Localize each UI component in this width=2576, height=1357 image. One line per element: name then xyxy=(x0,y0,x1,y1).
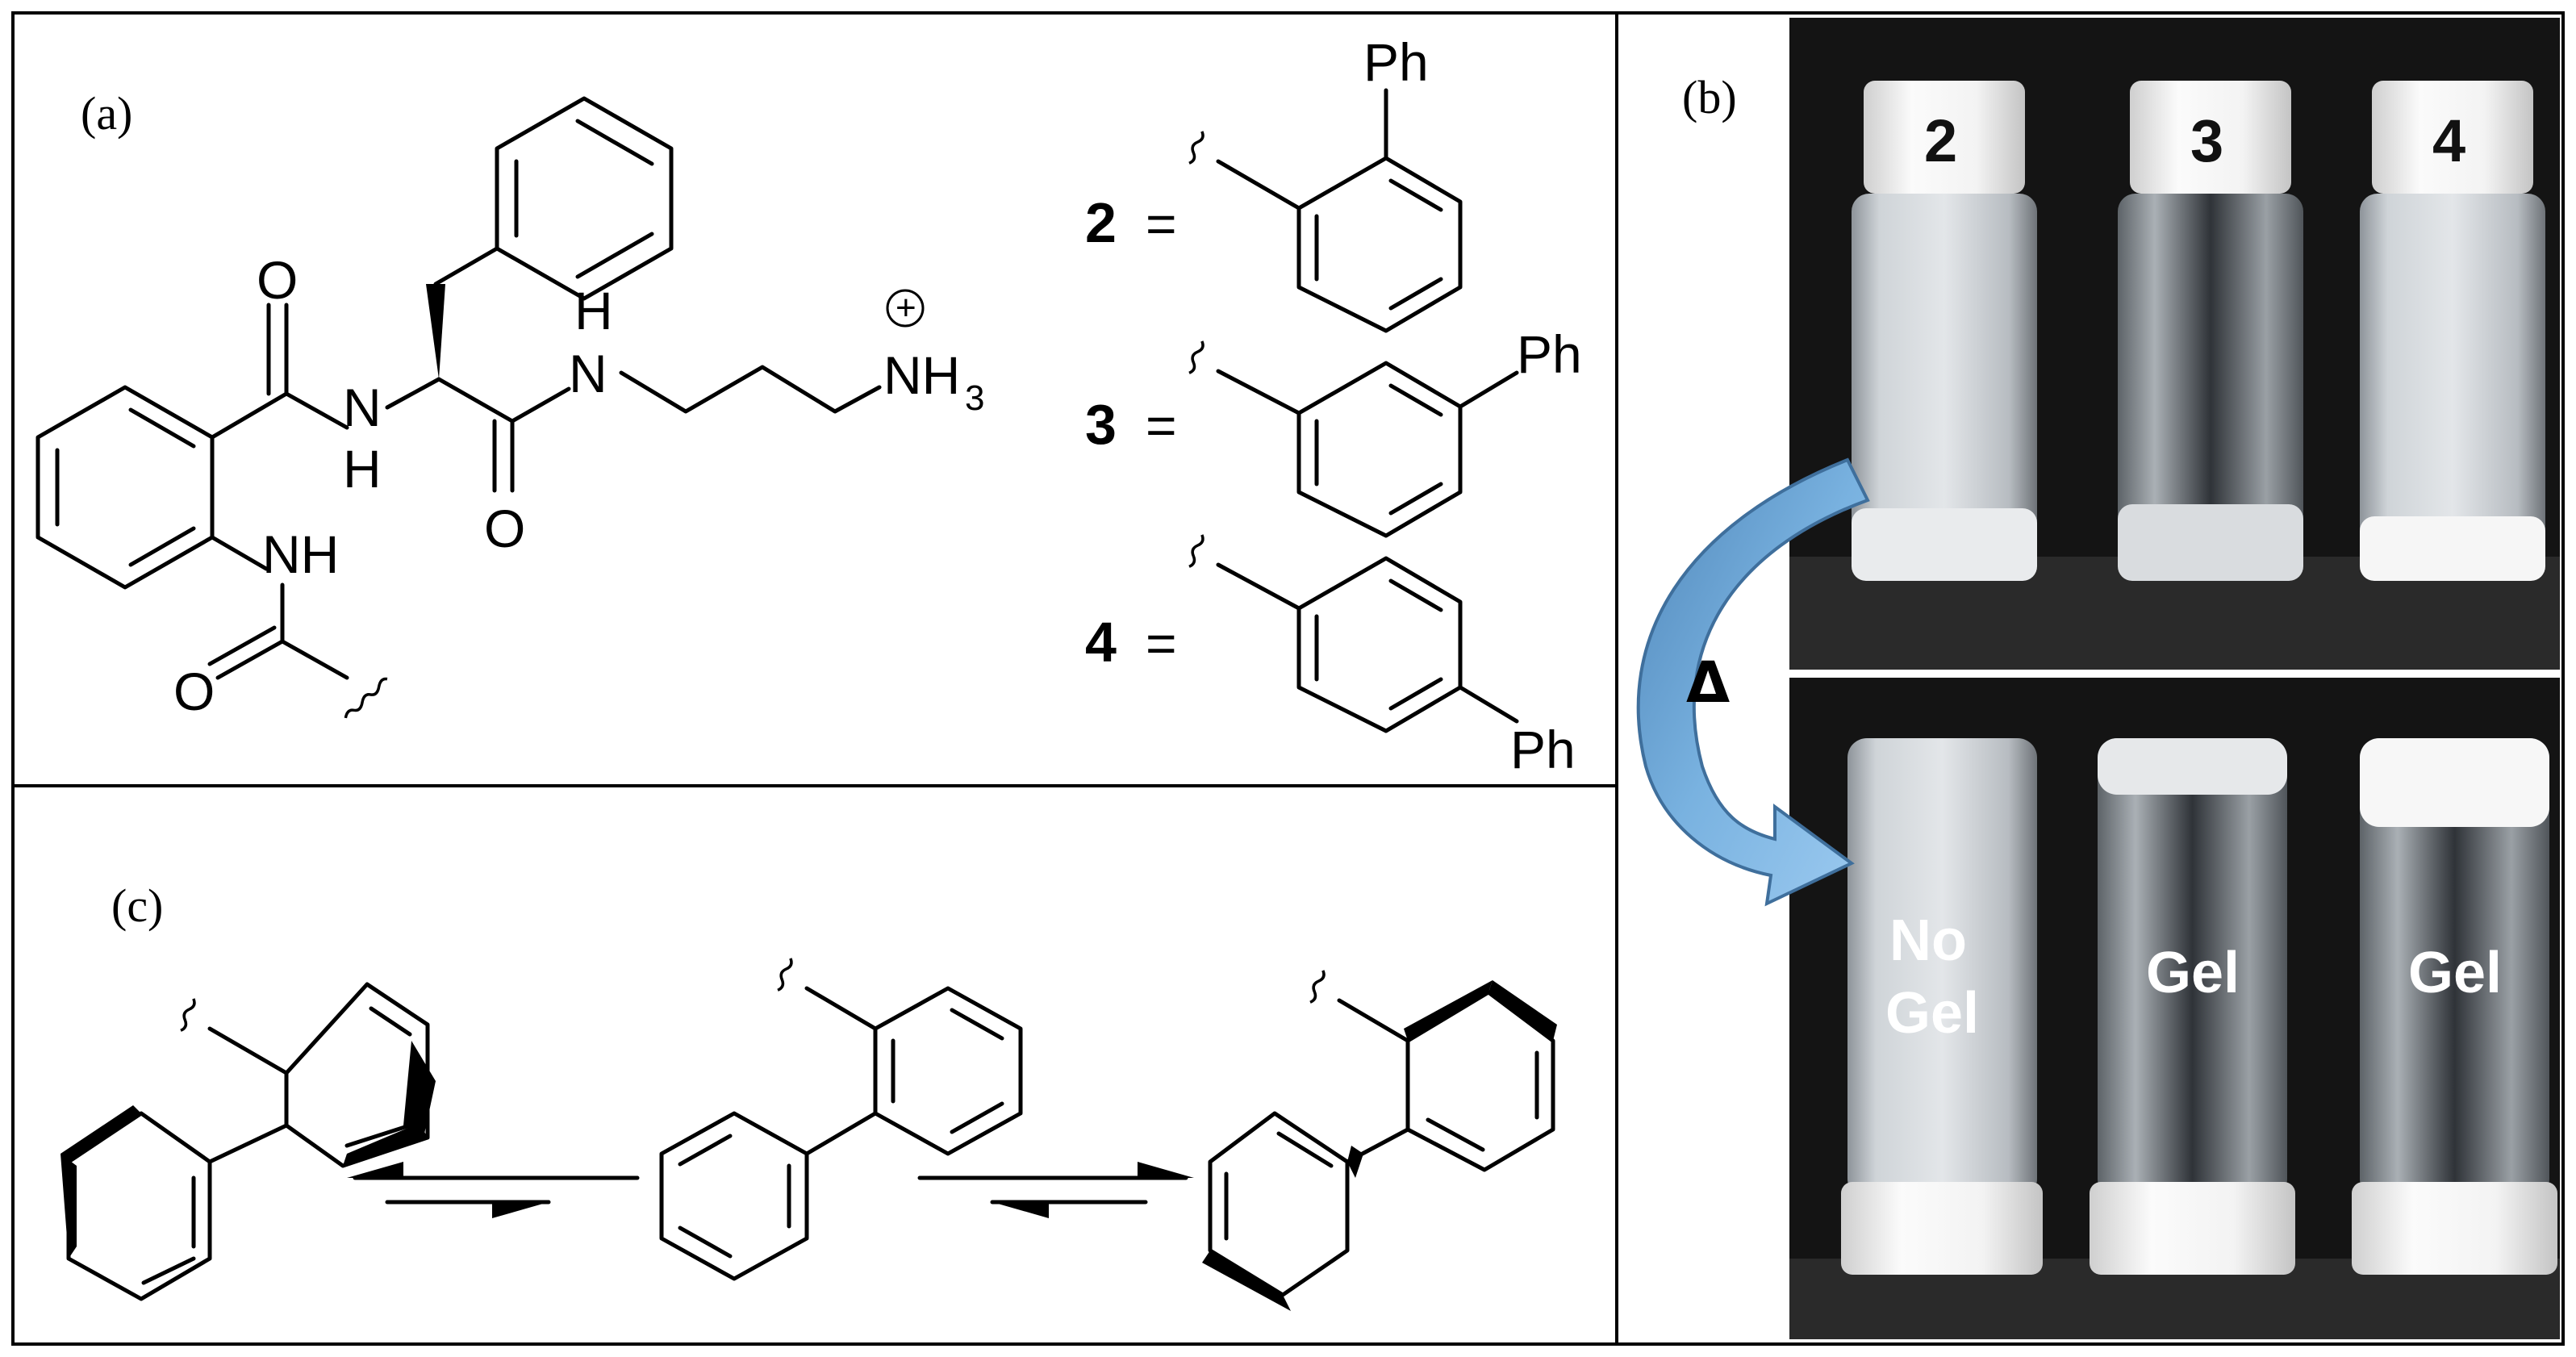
conformer-right xyxy=(1202,970,1557,1311)
conformer-left xyxy=(61,982,436,1301)
cap-4 xyxy=(2372,81,2533,194)
cap-4-number: 4 xyxy=(2432,107,2465,174)
benzyl-ring xyxy=(495,96,674,301)
panel-b-label: (b) xyxy=(1682,71,1737,123)
ring-nh-bond xyxy=(210,535,269,571)
vial-2-bottom: No Gel xyxy=(1841,738,2043,1275)
c-n-amide-bond xyxy=(284,391,349,430)
carbonyl1-bond xyxy=(210,391,289,440)
vial-3-top: 3 xyxy=(2118,81,2303,581)
panel-c-label: (c) xyxy=(111,879,163,932)
conformer-center xyxy=(659,958,1023,1281)
vial-2-top: 2 xyxy=(1852,81,2037,581)
vial-3-bottom: Gel xyxy=(2090,738,2295,1275)
panel-a: (a) O N H O H xyxy=(35,32,1582,779)
vial-4-result-line1: Gel xyxy=(2408,941,2502,1005)
panel-a-label: (a) xyxy=(81,87,132,140)
vial-2-result-line1: No xyxy=(1889,908,1967,973)
compound-2-label: 2 xyxy=(1085,191,1117,254)
wavy-attachment xyxy=(344,677,388,719)
atom-nh3: NH xyxy=(883,345,960,405)
n-calpha-bond xyxy=(385,377,441,410)
vial-3-result-line1: Gel xyxy=(2146,941,2240,1005)
compound-4-ph: Ph xyxy=(1510,720,1576,779)
panel-b: (b) 2 3 4 xyxy=(1636,18,2560,1339)
heat-arrow-shape xyxy=(1636,457,1870,907)
heat-arrow: Δ xyxy=(1636,457,1870,907)
atom-charge: + xyxy=(896,288,916,328)
equilibrium-arrow-right xyxy=(917,1162,1194,1218)
compound-3-label: 3 xyxy=(1085,393,1117,456)
atom-h-amide: H xyxy=(343,439,382,499)
atom-n-chain: N xyxy=(569,344,607,403)
atom-nh-anilide: NH xyxy=(262,524,339,584)
compound-2-equals: = xyxy=(1146,194,1177,253)
vial-4-top: 4 xyxy=(2360,81,2545,581)
atom-nh3-sub: 3 xyxy=(965,378,984,418)
vial-2-result-line2: Gel xyxy=(1885,981,1979,1046)
bond-3-ph xyxy=(1458,370,1519,409)
compound-3-equals: = xyxy=(1146,395,1177,455)
substituent-4: 4 = Ph xyxy=(1085,534,1576,779)
charge-circle xyxy=(886,289,925,328)
propyl-chain xyxy=(619,365,882,414)
compound-3-ph: Ph xyxy=(1517,324,1582,384)
cap-2-number: 2 xyxy=(1924,107,1957,174)
stereo-wedge xyxy=(426,284,445,379)
photo-top: 2 3 4 xyxy=(1789,18,2560,670)
atom-o3: O xyxy=(173,662,215,721)
outer-frame xyxy=(11,11,2565,1346)
atom-o1: O xyxy=(257,250,298,310)
anthranilic-ring xyxy=(35,385,215,590)
calpha-c2-bond xyxy=(436,377,515,424)
bond-3-ring xyxy=(1216,369,1301,415)
bond-4-ph xyxy=(1458,685,1519,724)
c3-r-bond xyxy=(280,639,349,680)
vial-4-bottom: Gel xyxy=(2352,738,2557,1275)
panel-c: (c) xyxy=(61,879,1557,1311)
c2-n-bond xyxy=(510,386,571,424)
atom-o2: O xyxy=(484,499,525,558)
cap-2 xyxy=(1864,81,2025,194)
heat-symbol: Δ xyxy=(1686,649,1730,716)
bond-4-ring xyxy=(1216,562,1301,611)
compound-4-equals: = xyxy=(1146,613,1177,673)
ch2-bond xyxy=(433,246,499,286)
panel-frames xyxy=(11,11,2565,1346)
wavy-3 xyxy=(1188,340,1204,374)
compound-4-label: 4 xyxy=(1085,611,1117,674)
wavy-2 xyxy=(1188,131,1204,165)
cap-3-number: 3 xyxy=(2190,107,2223,174)
bond-2-ring xyxy=(1216,159,1301,211)
substituent-2: 2 = Ph xyxy=(1085,32,1463,333)
compound-2-ph: Ph xyxy=(1363,32,1429,92)
c3-o3-double-a xyxy=(215,639,285,680)
substituent-3: 3 = Ph xyxy=(1085,324,1582,538)
atom-h-chain: H xyxy=(574,281,613,340)
wavy-4 xyxy=(1188,534,1204,568)
equilibrium-arrow-left xyxy=(347,1162,640,1218)
c3-o3-double-b xyxy=(207,625,277,666)
atom-n-amide: N xyxy=(343,378,382,437)
cap-3 xyxy=(2130,81,2291,194)
photo-bottom: No Gel Gel Gel xyxy=(1789,678,2560,1339)
